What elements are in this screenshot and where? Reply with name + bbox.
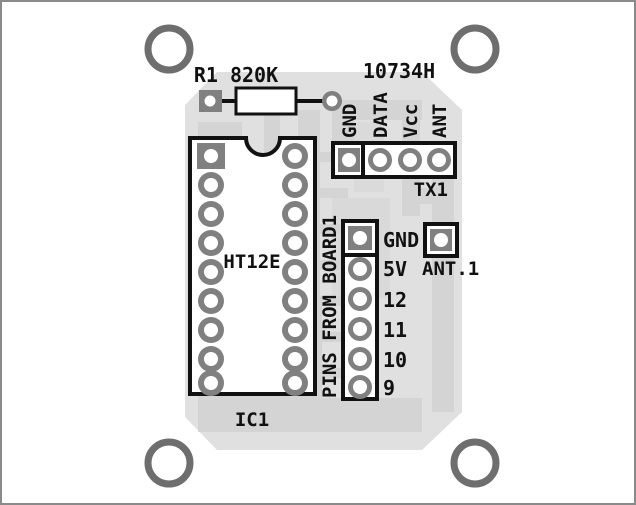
tx1-pin-label-ant: ANT: [429, 104, 451, 138]
ic-part-label: HT12E: [223, 251, 280, 273]
board1-header-title: PINS FROM BOARD1: [319, 215, 341, 398]
ant1-ref-label: ANT.1: [422, 258, 479, 280]
resistor-label: R1 820K: [194, 63, 278, 87]
resistor-r1: [199, 86, 342, 116]
mounting-hole-top-left: [144, 24, 194, 74]
tx1-header: [331, 141, 457, 179]
mounting-hole-bottom-left: [144, 438, 194, 488]
resistor-body: [234, 86, 298, 116]
ic1-ht12e: [188, 136, 317, 396]
mounting-hole-bottom-right: [450, 438, 500, 488]
tx1-pin-label-gnd: GND: [339, 104, 361, 138]
board1-pin-label-9: 9: [383, 376, 395, 400]
tx1-pin-label-vcc: Vcc: [400, 104, 422, 138]
mounting-hole-top-right: [450, 24, 500, 74]
board-code-label: 10734H: [363, 59, 435, 83]
ic-ref-label: IC1: [235, 409, 269, 431]
board1-pin-label-12: 12: [383, 288, 407, 312]
board1-pin-label-5v: 5V: [383, 257, 407, 281]
tx1-ref-label: TX1: [414, 179, 448, 201]
ic1-pads-right: [282, 143, 308, 396]
board1-pin-label-gnd: GND: [383, 228, 419, 252]
board1-header: [341, 219, 379, 401]
ic1-pads-left: [198, 172, 224, 396]
tx1-pin-label-data: DATA: [370, 92, 392, 138]
board1-pin-label-11: 11: [383, 318, 407, 342]
ant1-pad: [423, 222, 459, 258]
board1-pin-label-10: 10: [383, 348, 407, 372]
mounting-holes: [144, 24, 500, 488]
